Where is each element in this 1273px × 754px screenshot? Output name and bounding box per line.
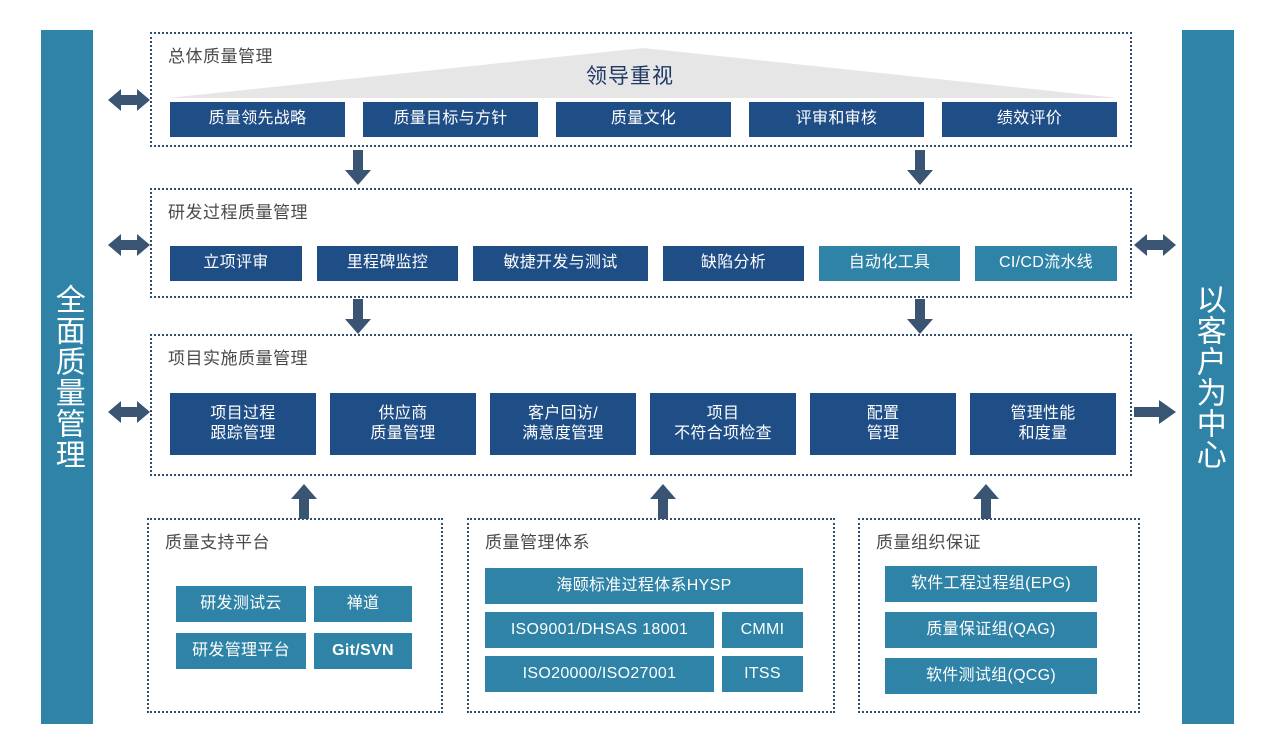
left-pillar: 全面质量管理 <box>41 30 93 724</box>
chip-overall-4[interactable]: 绩效评价 <box>942 102 1117 137</box>
chip-platform-2[interactable]: 研发管理平台 <box>176 633 306 669</box>
panel-title-rnd: 研发过程质量管理 <box>168 203 308 222</box>
arrow-up-platform-to-project <box>291 484 317 519</box>
chip-system-4[interactable]: ITSS <box>722 656 803 692</box>
arrow-down-rnd-to-project-left <box>345 299 371 334</box>
chip-project-3[interactable]: 项目 不符合项检查 <box>650 393 796 455</box>
chip-system-2[interactable]: CMMI <box>722 612 803 648</box>
double-arrow-right-row2 <box>1134 231 1176 259</box>
chip-platform-3[interactable]: Git/SVN <box>314 633 412 669</box>
chip-system-0[interactable]: 海颐标准过程体系HYSP <box>485 568 803 604</box>
panel-title-organization: 质量组织保证 <box>876 533 981 552</box>
chip-rnd-2[interactable]: 敏捷开发与测试 <box>473 246 648 281</box>
arrow-down-overall-to-rnd-right <box>907 150 933 185</box>
panel-project-quality-management: 项目实施质量管理 项目过程 跟踪管理 供应商 质量管理 客户回访/ 满意度管理 … <box>150 334 1132 476</box>
chip-project-1[interactable]: 供应商 质量管理 <box>330 393 476 455</box>
panel-quality-organization-assurance: 质量组织保证 软件工程过程组(EPG) 质量保证组(QAG) 软件测试组(QCG… <box>858 518 1140 713</box>
chip-platform-1[interactable]: 禅道 <box>314 586 412 622</box>
arrow-down-overall-to-rnd-left <box>345 150 371 185</box>
right-pillar-label: 以客户为中心 <box>1191 284 1225 470</box>
chip-project-0[interactable]: 项目过程 跟踪管理 <box>170 393 316 455</box>
arrow-up-system-to-project <box>650 484 676 519</box>
panel-quality-support-platform: 质量支持平台 研发测试云 禅道 研发管理平台 Git/SVN <box>147 518 443 713</box>
panel-title-project: 项目实施质量管理 <box>168 349 308 368</box>
chip-rnd-5[interactable]: CI/CD流水线 <box>975 246 1117 281</box>
panel-title-overall: 总体质量管理 <box>168 47 273 66</box>
double-arrow-left-row1 <box>108 86 150 114</box>
arrow-up-organization-to-project <box>973 484 999 519</box>
panel-rnd-process-quality-management: 研发过程质量管理 立项评审 里程碑监控 敏捷开发与测试 缺陷分析 自动化工具 C… <box>150 188 1132 298</box>
chip-project-4[interactable]: 配置 管理 <box>810 393 956 455</box>
double-arrow-left-row2 <box>108 231 150 259</box>
chip-rnd-4[interactable]: 自动化工具 <box>819 246 960 281</box>
chip-project-5[interactable]: 管理性能 和度量 <box>970 393 1116 455</box>
chip-organization-1[interactable]: 质量保证组(QAG) <box>885 612 1097 648</box>
left-pillar-label: 全面质量管理 <box>50 284 84 470</box>
chip-overall-0[interactable]: 质量领先战略 <box>170 102 345 137</box>
panel-title-system: 质量管理体系 <box>485 533 590 552</box>
chip-rnd-0[interactable]: 立项评审 <box>170 246 302 281</box>
panel-quality-management-system: 质量管理体系 海颐标准过程体系HYSP ISO9001/DHSAS 18001 … <box>467 518 835 713</box>
chip-rnd-3[interactable]: 缺陷分析 <box>663 246 804 281</box>
chip-organization-0[interactable]: 软件工程过程组(EPG) <box>885 566 1097 602</box>
pyramid-label-leadership: 领导重视 <box>586 65 674 88</box>
chip-overall-2[interactable]: 质量文化 <box>556 102 731 137</box>
chip-overall-1[interactable]: 质量目标与方针 <box>363 102 538 137</box>
panel-title-platform: 质量支持平台 <box>165 533 270 552</box>
arrow-down-rnd-to-project-right <box>907 299 933 334</box>
chip-organization-2[interactable]: 软件测试组(QCG) <box>885 658 1097 694</box>
chip-project-2[interactable]: 客户回访/ 满意度管理 <box>490 393 636 455</box>
chip-system-1[interactable]: ISO9001/DHSAS 18001 <box>485 612 714 648</box>
leadership-pyramid <box>168 48 1118 98</box>
panel-overall-quality-management: 总体质量管理 领导重视 质量领先战略 质量目标与方针 质量文化 评审和审核 绩效… <box>150 32 1132 147</box>
arrow-right-row3 <box>1134 398 1176 426</box>
chip-overall-3[interactable]: 评审和审核 <box>749 102 924 137</box>
chip-system-3[interactable]: ISO20000/ISO27001 <box>485 656 714 692</box>
double-arrow-left-row3 <box>108 398 150 426</box>
right-pillar: 以客户为中心 <box>1182 30 1234 724</box>
chip-platform-0[interactable]: 研发测试云 <box>176 586 306 622</box>
chip-rnd-1[interactable]: 里程碑监控 <box>317 246 458 281</box>
